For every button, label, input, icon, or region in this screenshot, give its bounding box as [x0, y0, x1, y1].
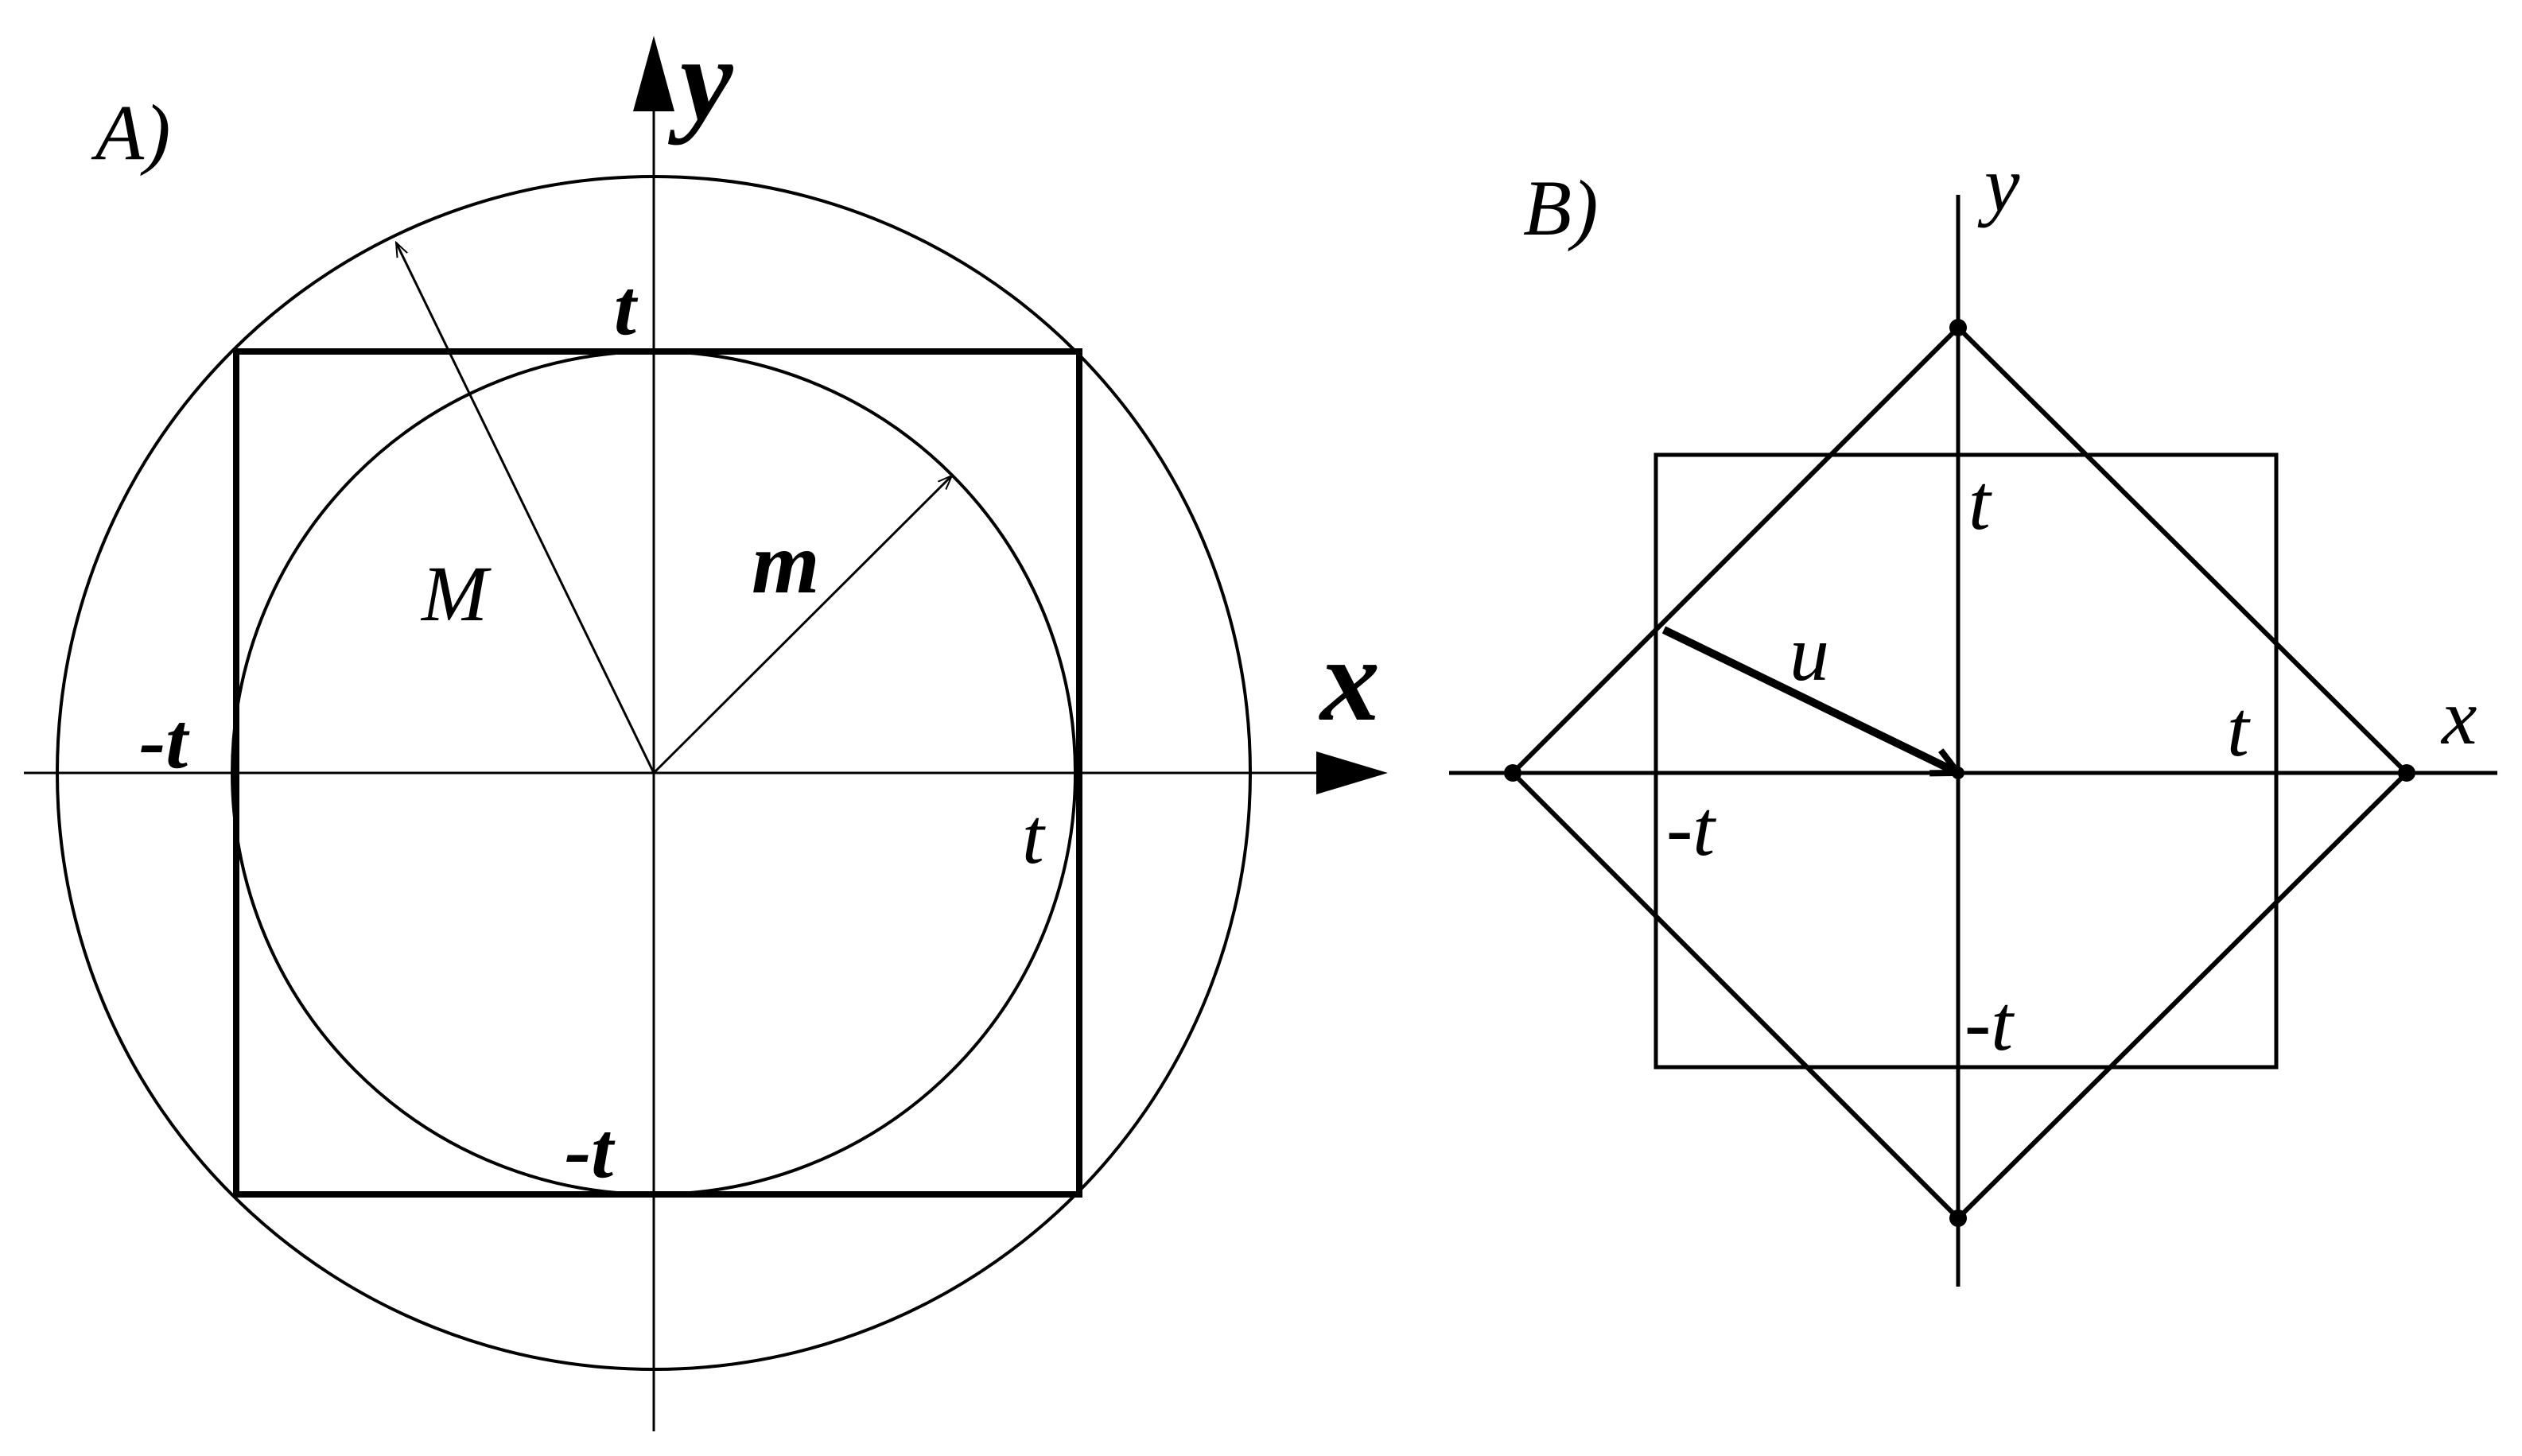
panel-a-top-t-label: t [614, 263, 639, 351]
panel-a-bottom-t-label: -t [565, 1106, 616, 1194]
panel-a-outer-circle [56, 175, 1252, 1371]
panel-a-x-label: x [1319, 614, 1380, 746]
panel-a-inner-circle [231, 350, 1077, 1196]
panel-b-vertex-bottom [1949, 1209, 1967, 1227]
panel-b-left-t-label: -t [1666, 784, 1716, 872]
panel-b-label: B) [1523, 164, 1598, 252]
panel-a-y-arrowhead [633, 36, 674, 111]
panel-b-u-label: u [1789, 609, 1829, 697]
panel-b-vertex-left [1504, 764, 1521, 782]
panel-a-radius-m-arrow [652, 476, 952, 775]
panel-b-u-arrow [1661, 626, 1958, 777]
panel-a-y-label: y [667, 14, 734, 146]
panel-a-m-label: m [752, 514, 820, 612]
panel-b-y-label: y [1977, 140, 2020, 228]
panel-a-right-t-label: t [1022, 792, 1046, 880]
panel-b-x-label: x [2440, 673, 2477, 761]
panel-a-left-t-label: -t [139, 697, 190, 785]
panel-b-square [1653, 452, 2279, 1070]
panel-b: B) x y u t -t -t t [1449, 140, 2497, 1287]
panel-a: A) x y M m t -t -t t [24, 14, 1388, 1431]
panel-a-radius-M-arrow [394, 243, 655, 774]
panel-b-bottom-t-label: -t [1964, 979, 2015, 1067]
panel-b-vertex-top [1949, 319, 1967, 336]
panel-b-right-t-label: t [2227, 685, 2251, 773]
panel-a-x-arrowhead [1316, 751, 1388, 794]
panel-a-label: A) [91, 88, 170, 177]
panel-b-top-t-label: t [1968, 458, 1992, 546]
panel-a-M-label: M [420, 549, 492, 638]
panel-b-vertex-right [2398, 764, 2415, 782]
